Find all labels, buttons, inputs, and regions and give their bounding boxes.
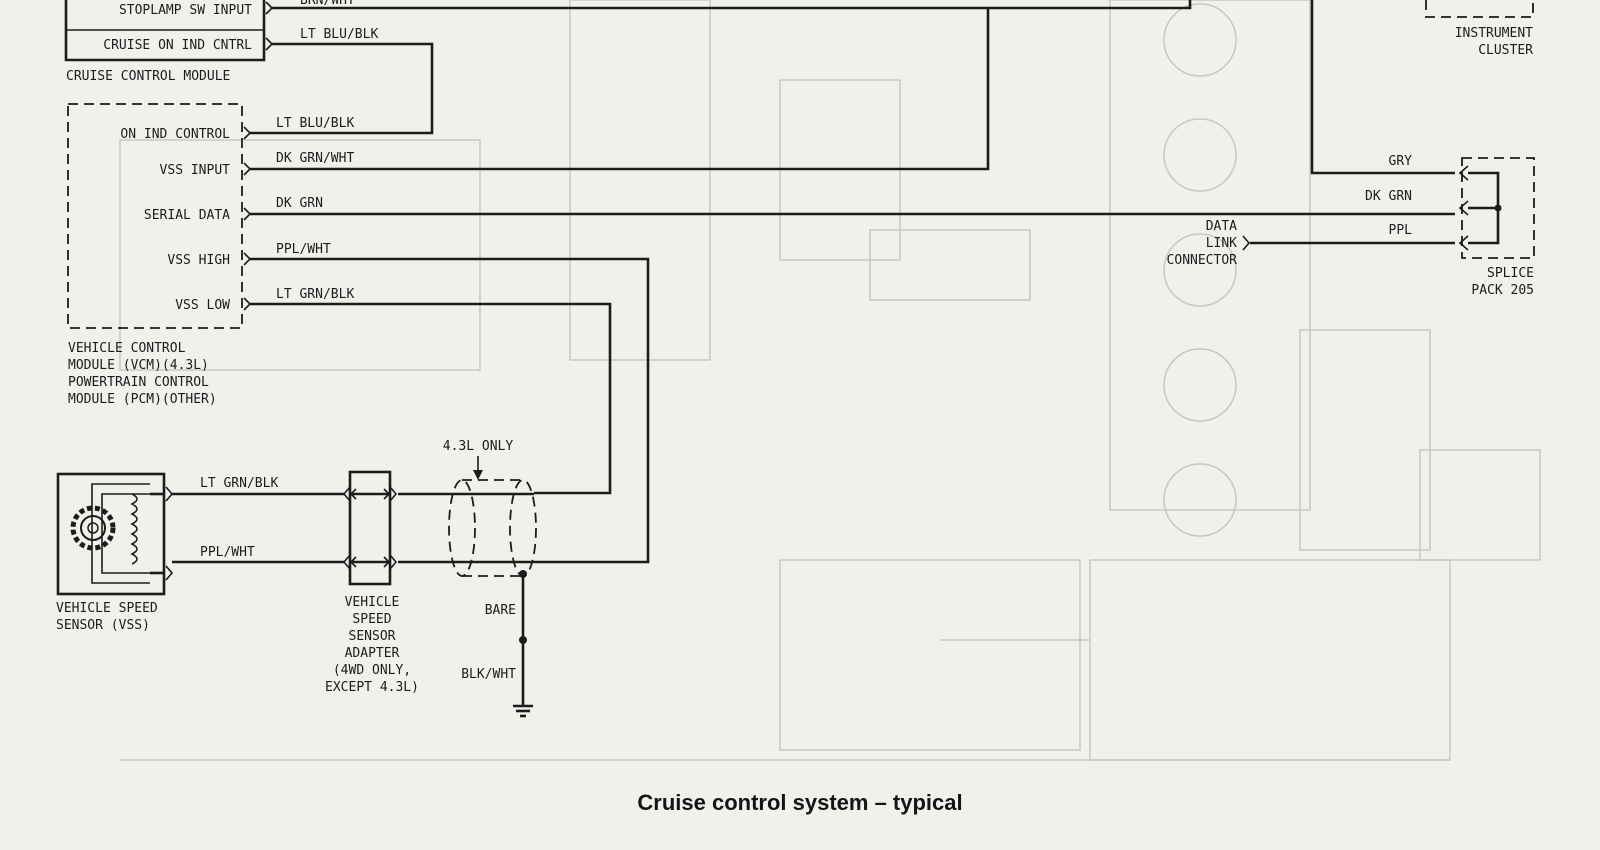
- instrument-cluster: INSTRUMENT CLUSTER: [1425, 0, 1534, 58]
- adapter-label-3: SENSOR: [349, 629, 396, 644]
- wire-label-ppl: PPL: [1389, 223, 1413, 238]
- instrument-cluster-label-2: CLUSTER: [1478, 43, 1533, 58]
- background-bleed-through: [119, 0, 1541, 761]
- adapter-label-2: SPEED: [352, 612, 391, 627]
- wire-label-brn-wht: BRN/WHT: [300, 0, 355, 8]
- wire-vss-low: [250, 302, 612, 495]
- wire-label-bare: BARE: [485, 603, 516, 618]
- data-link-label-1: DATA: [1206, 219, 1237, 234]
- splice-pack-205: SPLICE PACK 205: [1458, 157, 1535, 298]
- vss-label-1: VEHICLE SPEED: [56, 601, 158, 616]
- wire-label-cruise-ind: LT BLU/BLK: [300, 27, 378, 42]
- vcm-title-line-4: MODULE (PCM)(OTHER): [68, 392, 217, 407]
- figure-caption: Cruise control system – typical: [637, 790, 963, 815]
- adapter-label-6: EXCEPT 4.3L): [325, 680, 419, 695]
- pin-stoplamp-sw-input: STOPLAMP SW INPUT: [119, 3, 252, 18]
- wire-label-serial: DK GRN: [276, 196, 323, 211]
- wire-label-vss-high: PPL/WHT: [276, 242, 331, 257]
- vss-label-2: SENSOR (VSS): [56, 618, 150, 633]
- data-link-connector: DATA LINK CONNECTOR: [1167, 219, 1455, 268]
- wire-label-sensor-top: LT GRN/BLK: [200, 476, 278, 491]
- shielded-cable: 4.3L ONLY BARE BLK/WHT: [443, 439, 537, 718]
- wire-vss-input: [250, 8, 990, 171]
- pin-vss-low: VSS LOW: [175, 298, 230, 313]
- ground-icon: [513, 704, 533, 718]
- wire-stoplamp: [272, 0, 1192, 10]
- wire-label-vss-input: DK GRN/WHT: [276, 151, 354, 166]
- cruise-control-module: STOPLAMP SW INPUT CRUISE ON IND CNTRL CR…: [64, 0, 274, 84]
- vss-gear-icon: [70, 505, 116, 551]
- pin-vss-high: VSS HIGH: [167, 253, 230, 268]
- wire-label-gry: GRY: [1389, 154, 1413, 169]
- vehicle-speed-sensor: VEHICLE SPEED SENSOR (VSS): [56, 472, 174, 633]
- splice-pack-label-2: PACK 205: [1471, 283, 1534, 298]
- pin-serial-data: SERIAL DATA: [144, 208, 230, 223]
- vss-adapter: VEHICLE SPEED SENSOR ADAPTER (4WD ONLY, …: [325, 470, 419, 695]
- data-link-label-3: CONNECTOR: [1167, 253, 1238, 268]
- wire-gry: [1310, 0, 1455, 175]
- cruise-module-title: CRUISE CONTROL MODULE: [66, 69, 230, 84]
- pin-on-ind-control: ON IND CONTROL: [120, 127, 230, 142]
- pin-cruise-on-ind-cntrl: CRUISE ON IND CNTRL: [103, 38, 252, 53]
- instrument-cluster-label-1: INSTRUMENT: [1455, 26, 1533, 41]
- wire-label-blk-wht: BLK/WHT: [461, 667, 516, 682]
- vehicle-control-module: ON IND CONTROL VSS INPUT SERIAL DATA VSS…: [67, 103, 252, 407]
- vcm-title-line-2: MODULE (VCM)(4.3L): [68, 358, 209, 373]
- adapter-label-4: ADAPTER: [345, 646, 400, 661]
- splice-pack-label-1: SPLICE: [1487, 266, 1534, 281]
- wire-vss-high: [250, 257, 650, 564]
- wire-label-dk-grn: DK GRN: [1365, 189, 1412, 204]
- adapter-label-1: VEHICLE: [345, 595, 400, 610]
- wire-label-sensor-bottom: PPL/WHT: [200, 545, 255, 560]
- wire-label-on-ind: LT BLU/BLK: [276, 116, 354, 131]
- wires: BRN/WHT LT BLU/BLK LT BLU/BLK DK GRN/WHT…: [250, 0, 1455, 564]
- wire-label-vss-low: LT GRN/BLK: [276, 287, 354, 302]
- data-link-label-2: LINK: [1206, 236, 1237, 251]
- pin-vss-input: VSS INPUT: [160, 163, 231, 178]
- only-43-label: 4.3L ONLY: [443, 439, 514, 454]
- vcm-title-line-3: POWERTRAIN CONTROL: [68, 375, 209, 390]
- wire-cruise-ind: [250, 42, 434, 135]
- vcm-title-line-1: VEHICLE CONTROL: [68, 341, 186, 356]
- adapter-label-5: (4WD ONLY,: [333, 663, 411, 678]
